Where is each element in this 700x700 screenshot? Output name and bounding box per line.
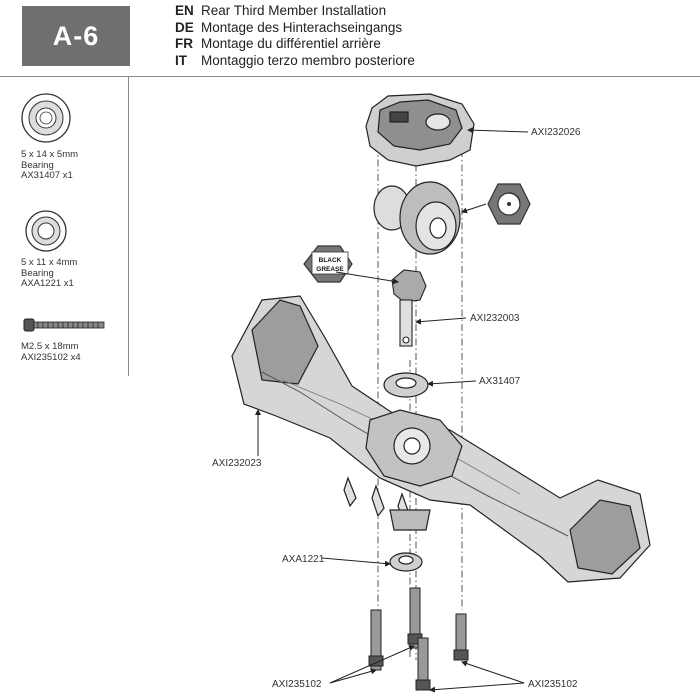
rotate-direction-icon bbox=[487, 183, 531, 225]
parts-column-divider bbox=[128, 76, 129, 376]
grease-label-line1: BLACK bbox=[319, 257, 342, 264]
bearing-small-drawing bbox=[389, 552, 423, 572]
callout-pinion-gear: AXI232003 bbox=[470, 313, 520, 324]
callout-bearing-small: AXA1221 bbox=[282, 554, 325, 565]
black-grease-badge: BLACK GREASE bbox=[303, 245, 353, 283]
part-bearing-11mm: 5 x 11 x 4mm Bearing AXA1221 x1 bbox=[21, 257, 78, 289]
pinion-gear-drawing bbox=[391, 269, 427, 347]
screw-icon bbox=[23, 318, 105, 332]
bearing-small-icon bbox=[25, 210, 67, 252]
grease-label-line2: GREASE bbox=[316, 266, 344, 273]
part-bearing-14mm: 5 x 14 x 5mm Bearing AX31407 x1 bbox=[21, 149, 79, 181]
bearing-large-icon bbox=[21, 93, 71, 143]
leader-lines bbox=[255, 127, 529, 693]
bearing-large-drawing bbox=[383, 372, 429, 398]
axle-housing-drawing bbox=[231, 295, 651, 583]
diff-cover-drawing bbox=[365, 93, 475, 167]
callout-diff-cover: AXI232026 bbox=[531, 127, 581, 138]
callout-screws-right: AXI235102 bbox=[528, 679, 578, 690]
part-screw-18mm: M2.5 x 18mm AXI235102 x4 bbox=[21, 341, 81, 363]
screws-drawing bbox=[368, 587, 469, 691]
callout-axle-housing: AXI232023 bbox=[212, 458, 262, 469]
step-number-badge: A-6 bbox=[22, 6, 130, 66]
header-divider bbox=[0, 76, 700, 77]
callout-bearing-large: AX31407 bbox=[479, 376, 521, 387]
callout-screws-left: AXI235102 bbox=[272, 679, 322, 690]
ring-gear-drawing bbox=[373, 181, 461, 255]
